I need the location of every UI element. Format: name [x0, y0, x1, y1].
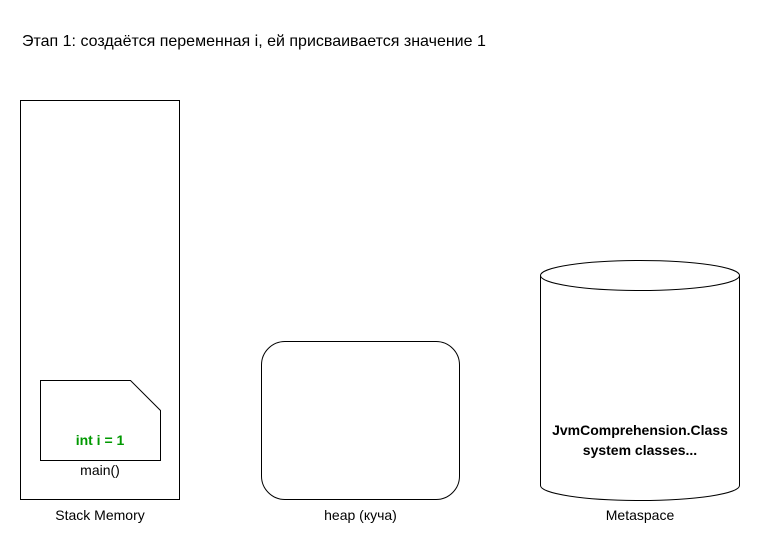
stage-title: Этап 1: создаётся переменная i, ей присв… — [22, 33, 486, 50]
stack-memory-label: Stack Memory — [55, 507, 145, 523]
metaspace-label: Metaspace — [605, 507, 675, 523]
metaspace-line-1: JvmComprehension.Class — [552, 422, 728, 438]
frame-variable-text: int i = 1 — [76, 432, 125, 448]
heap-label: heap (куча) — [324, 507, 397, 523]
metaspace-line-2: system classes... — [583, 442, 697, 458]
frame-label: main() — [80, 462, 120, 478]
heap-box — [261, 341, 460, 500]
